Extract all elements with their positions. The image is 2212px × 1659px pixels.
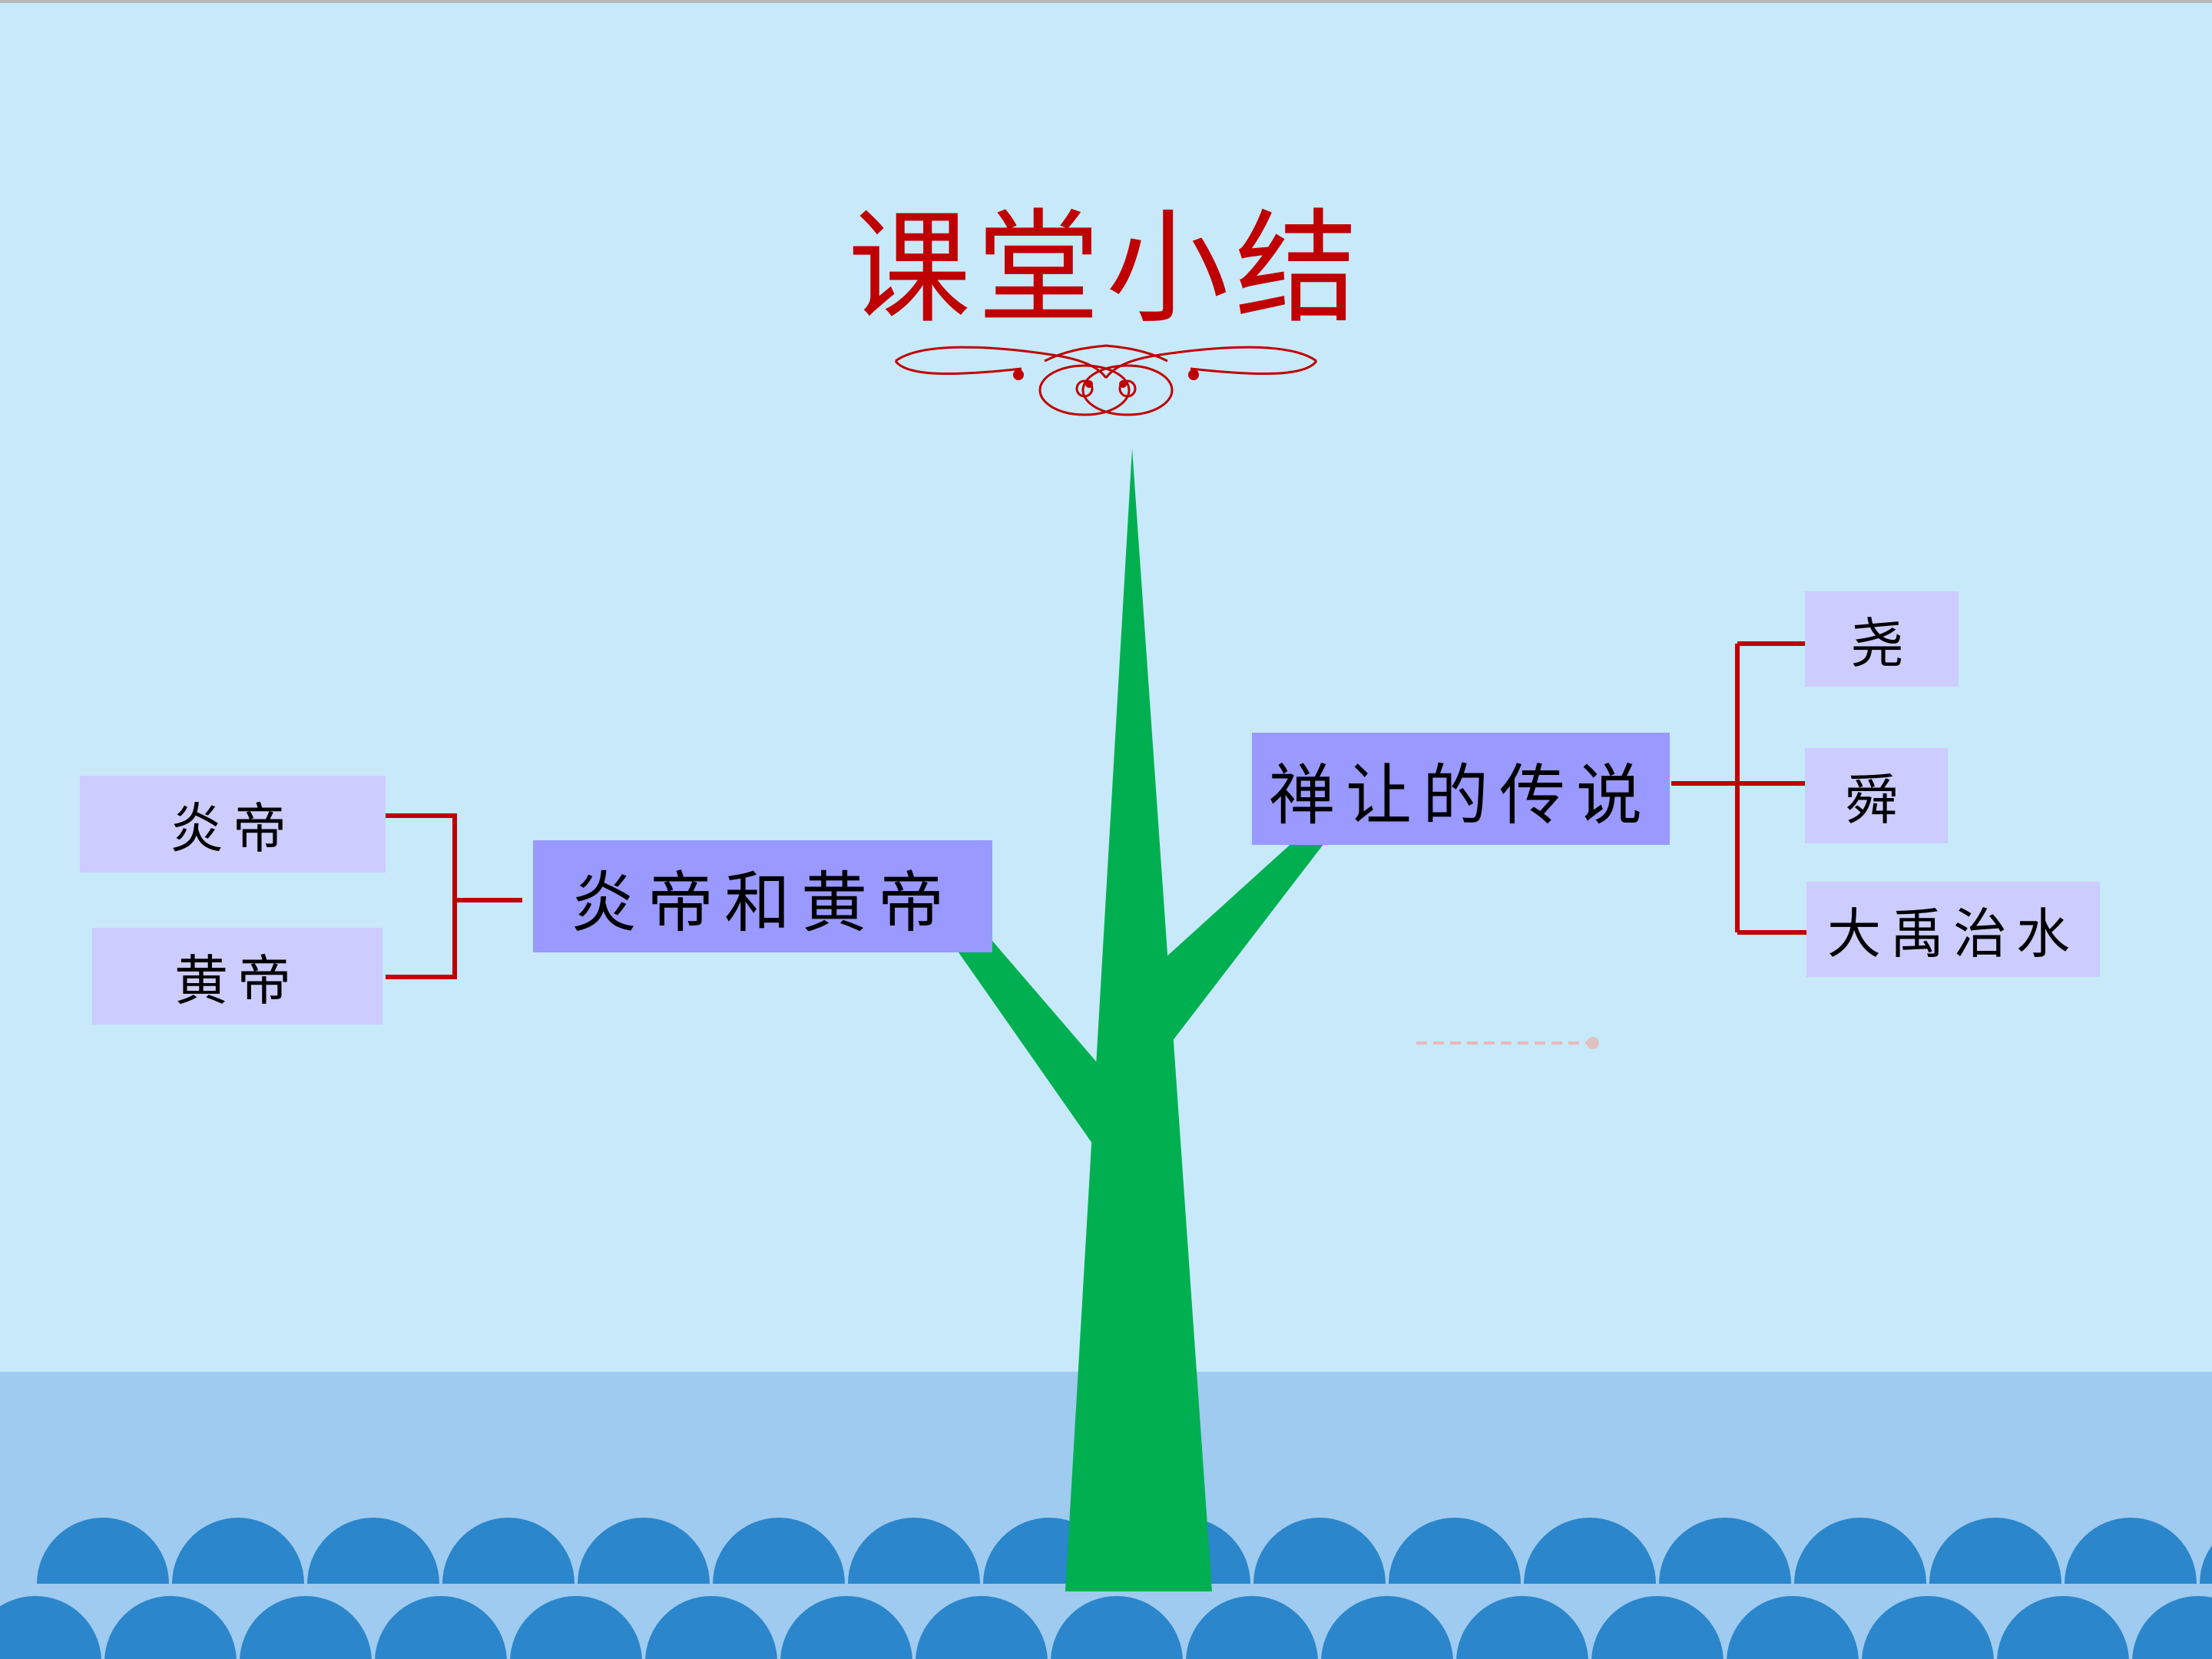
left-branch-label: 炎帝和黄帝 (533, 840, 992, 952)
wave-arch-back (2200, 1545, 2212, 1584)
wave-arch-back (1389, 1518, 1521, 1584)
left-item-yandi: 炎帝 (80, 776, 386, 873)
wave-arch-front (645, 1596, 777, 1659)
left-connector-bracket (386, 813, 522, 979)
wave-arch-back (37, 1518, 169, 1584)
tree-right-branch (1156, 840, 1324, 1041)
wave-arch-front (1997, 1596, 2129, 1659)
wave-arch-front (1862, 1596, 1994, 1659)
wave-arch-front (780, 1596, 912, 1659)
wave-arch-front (1456, 1596, 1588, 1659)
wave-arch-front (1727, 1596, 1859, 1659)
wave-arch-back (1659, 1518, 1791, 1584)
wave-arch-back (2065, 1518, 2197, 1584)
wave-arch-front (1591, 1596, 1724, 1659)
wave-arch-back (172, 1518, 304, 1584)
wave-arch-front (510, 1596, 642, 1659)
wave-arch-front (1051, 1596, 1183, 1659)
wave-arch-front (104, 1596, 237, 1659)
tree-shape (959, 449, 1324, 1591)
dashed-line-decoration (1416, 1037, 1599, 1049)
wave-arch-front (2132, 1596, 2212, 1659)
top-border (0, 0, 2212, 3)
right-item-shun: 舜 (1805, 748, 1948, 843)
right-connector-bracket (1671, 641, 1806, 935)
wave-arch-front (1186, 1596, 1318, 1659)
wave-arch-front (375, 1596, 507, 1659)
wave-arch-front (1321, 1596, 1453, 1659)
wave-arch-back (1253, 1518, 1386, 1584)
slide-title: 课堂小结 (847, 197, 1364, 340)
wave-arch-back (1929, 1518, 2061, 1584)
wave-arch-back (713, 1518, 845, 1584)
wave-arch-front (0, 1596, 101, 1659)
right-item-yao: 尧 (1805, 591, 1959, 687)
wave-arch-front (240, 1596, 372, 1659)
wave-arch-back (307, 1518, 439, 1584)
wave-arch-back (578, 1518, 710, 1584)
tree-trunk (1065, 449, 1212, 1591)
wave-arch-back (1794, 1518, 1926, 1584)
wave-row-front (0, 1596, 2212, 1659)
wave-arch-back (442, 1518, 575, 1584)
title-flourish-ornament (894, 344, 1318, 416)
left-item-huangdi: 黄帝 (92, 928, 382, 1025)
wave-arch-back (1524, 1518, 1656, 1584)
wave-arch-back (848, 1518, 980, 1584)
right-item-dayu-zhishui: 大禹治水 (1806, 882, 2100, 977)
tree-left-branch (959, 941, 1101, 1152)
wave-row-back (37, 1518, 2212, 1584)
right-branch-label: 禅让的传说 (1252, 733, 1670, 845)
wave-arch-front (916, 1596, 1048, 1659)
title-flourish-dots (1013, 369, 1199, 388)
